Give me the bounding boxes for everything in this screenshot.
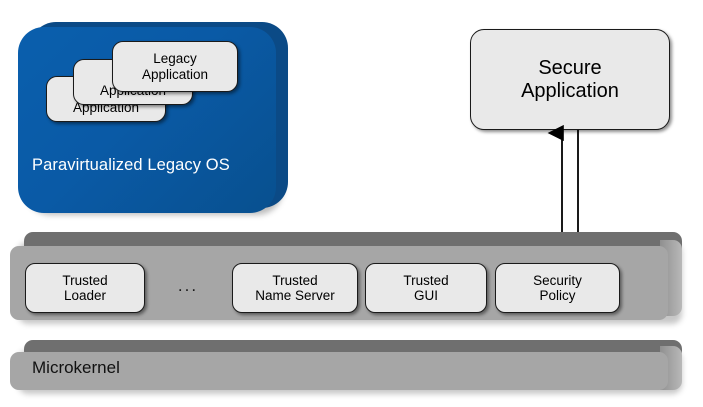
legacy-application-box-front[interactable]: Legacy Application (112, 41, 238, 92)
legacy-application-label-front: Legacy Application (113, 51, 237, 81)
trusted-name-server-line1: Trusted (272, 272, 318, 288)
secure-application-label: Secure Application (521, 57, 619, 102)
security-policy-line2: Policy (539, 288, 576, 303)
security-policy-label: Security Policy (533, 273, 582, 303)
service-box-trusted-loader[interactable]: Trusted Loader (25, 263, 145, 313)
trusted-gui-line1: Trusted (403, 272, 449, 288)
kernel-slab-front-face (10, 352, 668, 390)
legacy-application-line2: Application (141, 66, 209, 82)
microkernel-label: Microkernel (32, 358, 120, 377)
trusted-name-server-line2: Name Server (255, 288, 335, 303)
trusted-gui-label: Trusted GUI (403, 273, 448, 303)
secure-application-line2: Application (521, 79, 619, 102)
service-box-trusted-name-server[interactable]: Trusted Name Server (232, 263, 358, 313)
trusted-loader-line1: Trusted (62, 272, 108, 288)
security-policy-line1: Security (533, 272, 582, 288)
trusted-name-server-label: Trusted Name Server (255, 273, 335, 303)
legacy-application-line1: Legacy (153, 51, 197, 67)
service-box-security-policy[interactable]: Security Policy (495, 263, 620, 313)
microkernel-layer (10, 340, 690, 398)
trusted-loader-label: Trusted Loader (62, 273, 107, 303)
trusted-loader-line2: Loader (63, 288, 107, 303)
legacy-os-label: Paravirtualized Legacy OS (32, 156, 230, 174)
trusted-gui-line2: GUI (413, 288, 438, 303)
service-box-trusted-gui[interactable]: Trusted GUI (365, 263, 487, 313)
secure-application-line1: Secure (538, 57, 602, 80)
services-ellipsis: ... (177, 276, 199, 295)
secure-application-box[interactable]: Secure Application (470, 29, 670, 130)
